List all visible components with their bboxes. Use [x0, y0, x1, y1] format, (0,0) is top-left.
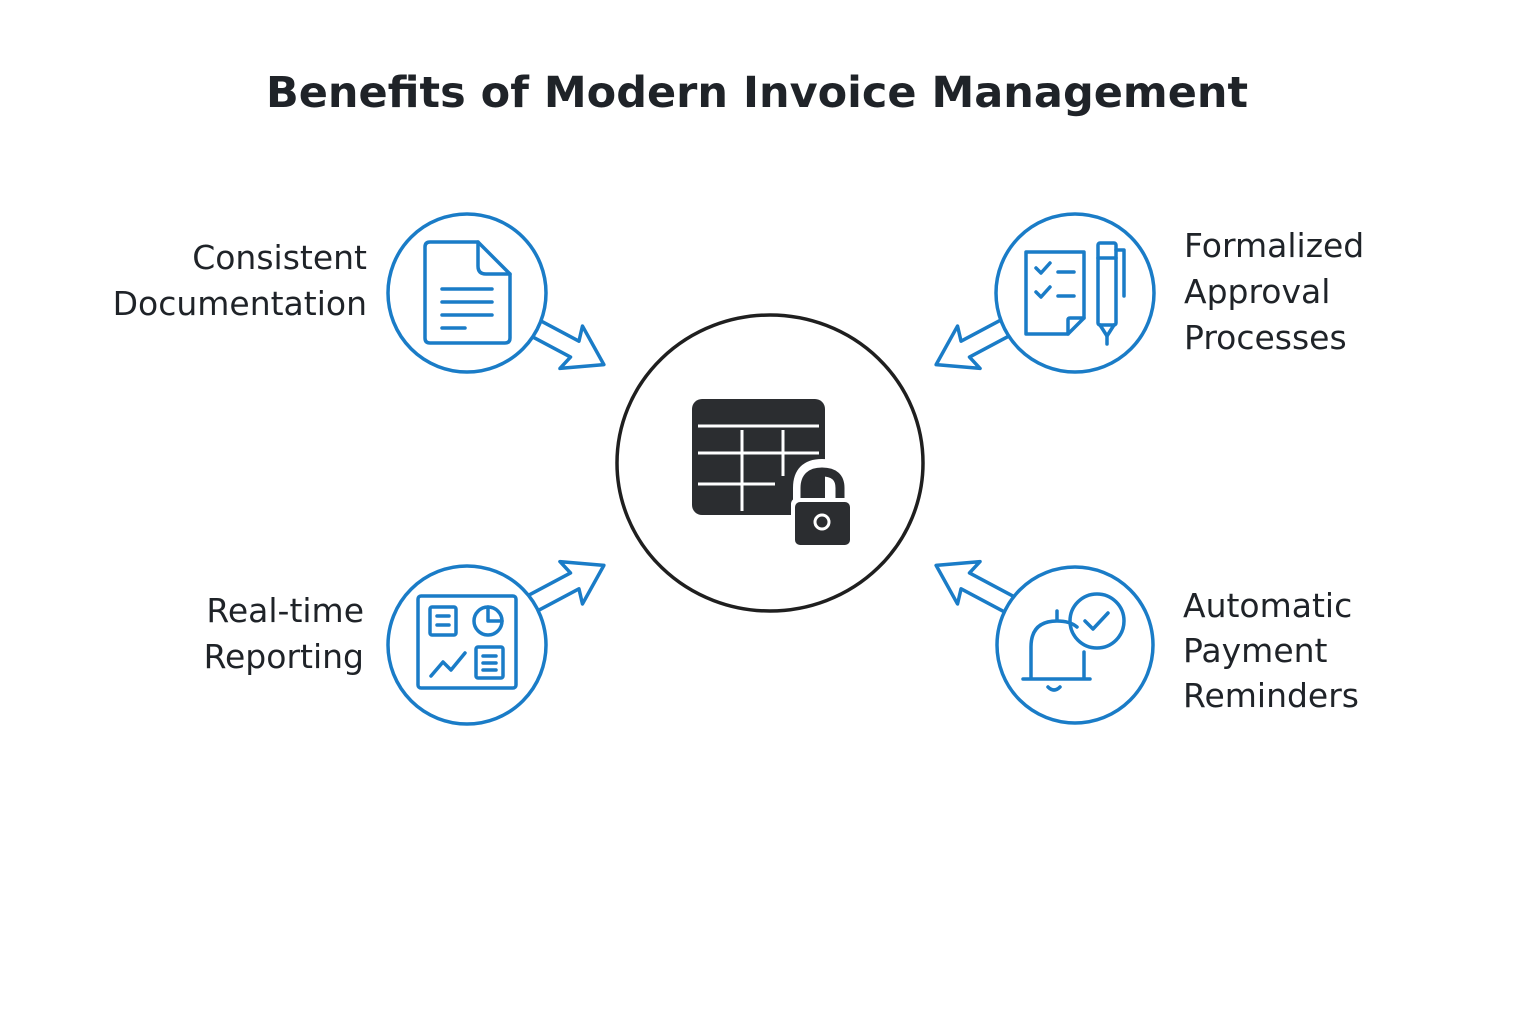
circle-top-left	[386, 212, 548, 374]
bell-check-icon	[1021, 592, 1126, 692]
label-consistent-documentation: Consistent Documentation	[113, 235, 367, 327]
label-line: Reminders	[1183, 676, 1359, 715]
label-line: Real-time	[206, 591, 364, 630]
circle-bottom-left	[386, 564, 548, 726]
dashboard-report-icon	[416, 594, 518, 690]
diagram-title: Benefits of Modern Invoice Management	[265, 68, 1249, 118]
circle-bottom-right	[995, 565, 1155, 725]
label-line: Formalized	[1184, 226, 1365, 265]
label-automatic-payment-reminders: Automatic Payment Reminders	[1183, 583, 1359, 718]
label-line: Payment	[1183, 631, 1328, 670]
document-icon	[423, 240, 512, 345]
label-line: Approval	[1184, 272, 1331, 311]
label-line: Reporting	[203, 637, 364, 676]
label-line: Processes	[1184, 318, 1347, 357]
label-line: Consistent	[192, 238, 367, 277]
checklist-pen-icon	[1024, 241, 1126, 346]
label-formalized-approval-processes: Formalized Approval Processes	[1184, 223, 1364, 361]
label-line: Documentation	[112, 284, 367, 323]
label-line: Automatic	[1183, 586, 1353, 625]
label-real-time-reporting: Real-time Reporting	[204, 588, 364, 680]
circle-top-right	[994, 212, 1156, 374]
locked-table-icon	[692, 399, 854, 548]
